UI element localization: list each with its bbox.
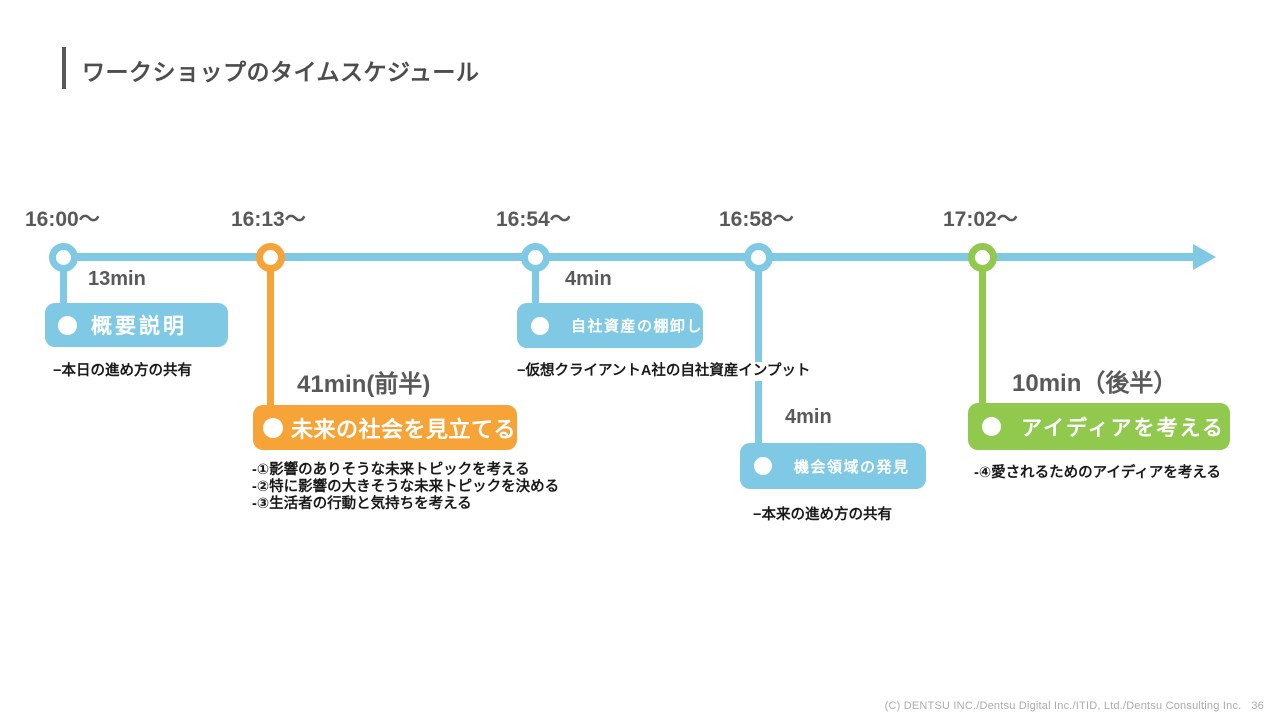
task-label: 自社資産の棚卸し — [571, 318, 704, 335]
slide-footer: (C) DENTSU INC./Dentsu Digital Inc./ITID… — [885, 700, 1264, 712]
duration-label: 41min(前半) — [297, 371, 431, 398]
task-label: 概要説明 — [91, 315, 187, 338]
timeline-node-icon — [256, 243, 285, 272]
task-note: −本日の進め方の共有 — [51, 362, 194, 381]
page-number: 36 — [1251, 700, 1264, 712]
task-label: 機会領域の発見 — [794, 458, 910, 476]
connector-line — [60, 268, 67, 305]
timeline-node-icon — [744, 243, 773, 272]
time-label: 16:13〜 — [231, 208, 306, 231]
time-label: 16:54〜 — [496, 208, 571, 231]
duration-label: 4min — [565, 268, 612, 290]
copyright-text: (C) DENTSU INC./Dentsu Digital Inc./ITID… — [884, 700, 1242, 712]
connector-line — [979, 268, 986, 405]
page-title: ワークショップのタイムスケジュール — [82, 59, 480, 85]
duration-label: 10min（後半） — [1012, 370, 1178, 397]
time-label: 16:00〜 — [25, 208, 100, 231]
timeline-axis — [55, 253, 1197, 261]
task-note: -③生活者の行動と気持ちを考える — [250, 495, 474, 514]
task-box: 未来の社会を見立てる — [253, 405, 517, 450]
connector-line — [267, 268, 274, 407]
task-label: アイディアを考える — [1021, 416, 1225, 440]
duration-label: 4min — [785, 406, 832, 428]
task-box: アイディアを考える — [968, 403, 1230, 450]
task-box: 自社資産の棚卸し — [517, 303, 703, 348]
timeline-arrowhead-icon — [1193, 244, 1216, 270]
task-note: −仮想クライアントA社の自社資産インプット — [515, 362, 813, 381]
task-label: 未来の社会を見立てる — [291, 416, 517, 442]
duration-label: 13min — [88, 268, 146, 290]
task-box: 機会領域の発見 — [740, 443, 926, 489]
task-note: -④愛されるためのアイディアを考える — [972, 464, 1223, 483]
task-note: −本来の進め方の共有 — [751, 506, 894, 525]
connector-line — [532, 268, 539, 305]
bullet-circle-icon — [754, 457, 772, 475]
timeline-node-icon — [968, 243, 997, 272]
timeline-node-icon — [521, 243, 550, 272]
time-label: 16:58〜 — [719, 208, 794, 231]
bullet-circle-icon — [58, 315, 77, 335]
task-box: 概要説明 — [45, 303, 228, 347]
task-note: -①影響のありそうな未来トピックを考える — [250, 461, 532, 480]
time-label: 17:02〜 — [943, 208, 1018, 231]
timeline-node-icon — [49, 243, 78, 272]
bullet-circle-icon — [531, 316, 549, 335]
title-accent-bar — [62, 47, 66, 89]
connector-line — [755, 268, 762, 445]
bullet-circle-icon — [263, 417, 283, 438]
bullet-circle-icon — [982, 417, 1001, 436]
task-note: -②特に影響の大きそうな未来トピックを決める — [250, 478, 562, 497]
